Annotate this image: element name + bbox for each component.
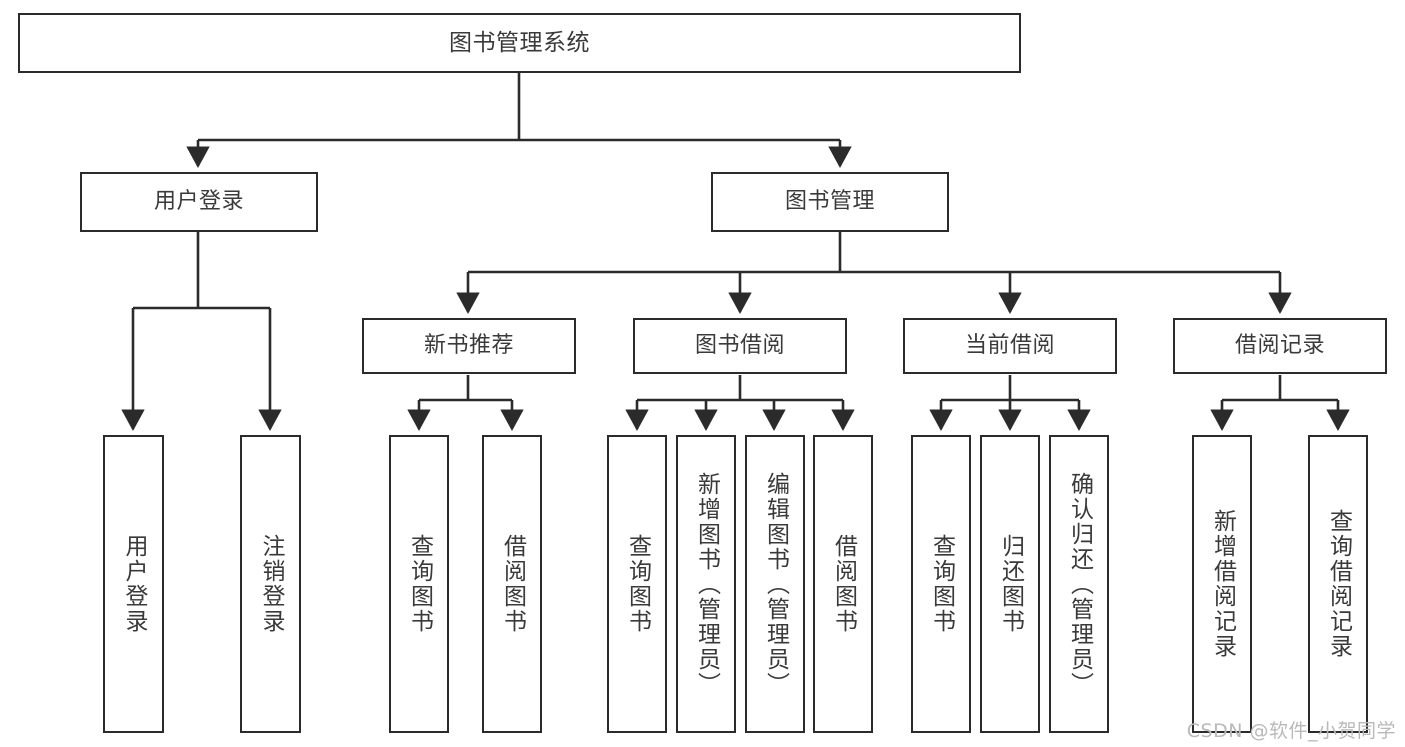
leaf-current-confirm-return-admin-label: 确认归还（管理员） xyxy=(1066,471,1093,697)
node-book-management-label: 图书管理 xyxy=(784,189,875,215)
leaf-user-login-logout-label: 注销登录 xyxy=(258,534,284,634)
node-borrow-record-label: 借阅记录 xyxy=(1234,333,1325,359)
leaf-borrow-query-book[interactable]: 查询图书 xyxy=(607,435,667,733)
node-book-borrow[interactable]: 图书借阅 xyxy=(633,318,847,374)
leaf-borrow-query-book-label: 查询图书 xyxy=(624,534,651,634)
node-user-login[interactable]: 用户登录 xyxy=(80,172,318,232)
node-new-book-recommend-label: 新书推荐 xyxy=(423,333,514,359)
leaf-current-return-book-label: 归还图书 xyxy=(997,534,1024,634)
leaf-current-query-book-label: 查询图书 xyxy=(928,534,955,634)
watermark-text: CSDN @软件_小贺同学 xyxy=(1186,720,1396,742)
node-current-borrow[interactable]: 当前借阅 xyxy=(903,318,1117,374)
leaf-borrow-edit-book-admin[interactable]: 编辑图书（管理员） xyxy=(745,435,805,733)
leaf-user-login-login-label: 用户登录 xyxy=(121,534,147,634)
node-current-borrow-label: 当前借阅 xyxy=(964,333,1055,359)
leaf-new-book-borrow[interactable]: 借阅图书 xyxy=(482,435,542,733)
leaf-new-book-query[interactable]: 查询图书 xyxy=(389,435,449,733)
leaf-current-return-book[interactable]: 归还图书 xyxy=(980,435,1040,733)
leaf-record-query-borrow-record[interactable]: 查询借阅记录 xyxy=(1308,435,1368,733)
node-root-book-management-system[interactable]: 图书管理系统 xyxy=(18,13,1021,73)
leaf-record-add-borrow-record[interactable]: 新增借阅记录 xyxy=(1192,435,1252,733)
leaf-record-add-borrow-record-label: 新增借阅记录 xyxy=(1209,509,1236,659)
leaf-new-book-borrow-label: 借阅图书 xyxy=(499,534,526,634)
leaf-record-query-borrow-record-label: 查询借阅记录 xyxy=(1325,509,1352,659)
node-new-book-recommend[interactable]: 新书推荐 xyxy=(362,318,576,374)
leaf-user-login-logout[interactable]: 注销登录 xyxy=(240,435,301,733)
node-root-label: 图书管理系统 xyxy=(449,29,590,56)
leaf-new-book-query-label: 查询图书 xyxy=(406,534,433,634)
leaf-current-query-book[interactable]: 查询图书 xyxy=(911,435,971,733)
leaf-borrow-borrow-book[interactable]: 借阅图书 xyxy=(813,435,873,733)
node-borrow-record[interactable]: 借阅记录 xyxy=(1173,318,1387,374)
node-book-management[interactable]: 图书管理 xyxy=(711,172,949,232)
leaf-borrow-add-book-admin-label: 新增图书（管理员） xyxy=(693,471,720,697)
leaf-user-login-login[interactable]: 用户登录 xyxy=(103,435,164,733)
node-book-borrow-label: 图书借阅 xyxy=(694,333,785,359)
leaf-borrow-edit-book-admin-label: 编辑图书（管理员） xyxy=(762,471,789,697)
leaf-borrow-add-book-admin[interactable]: 新增图书（管理员） xyxy=(676,435,736,733)
leaf-current-confirm-return-admin[interactable]: 确认归还（管理员） xyxy=(1049,435,1109,733)
leaf-borrow-borrow-book-label: 借阅图书 xyxy=(830,534,857,634)
node-user-login-label: 用户登录 xyxy=(153,189,244,215)
